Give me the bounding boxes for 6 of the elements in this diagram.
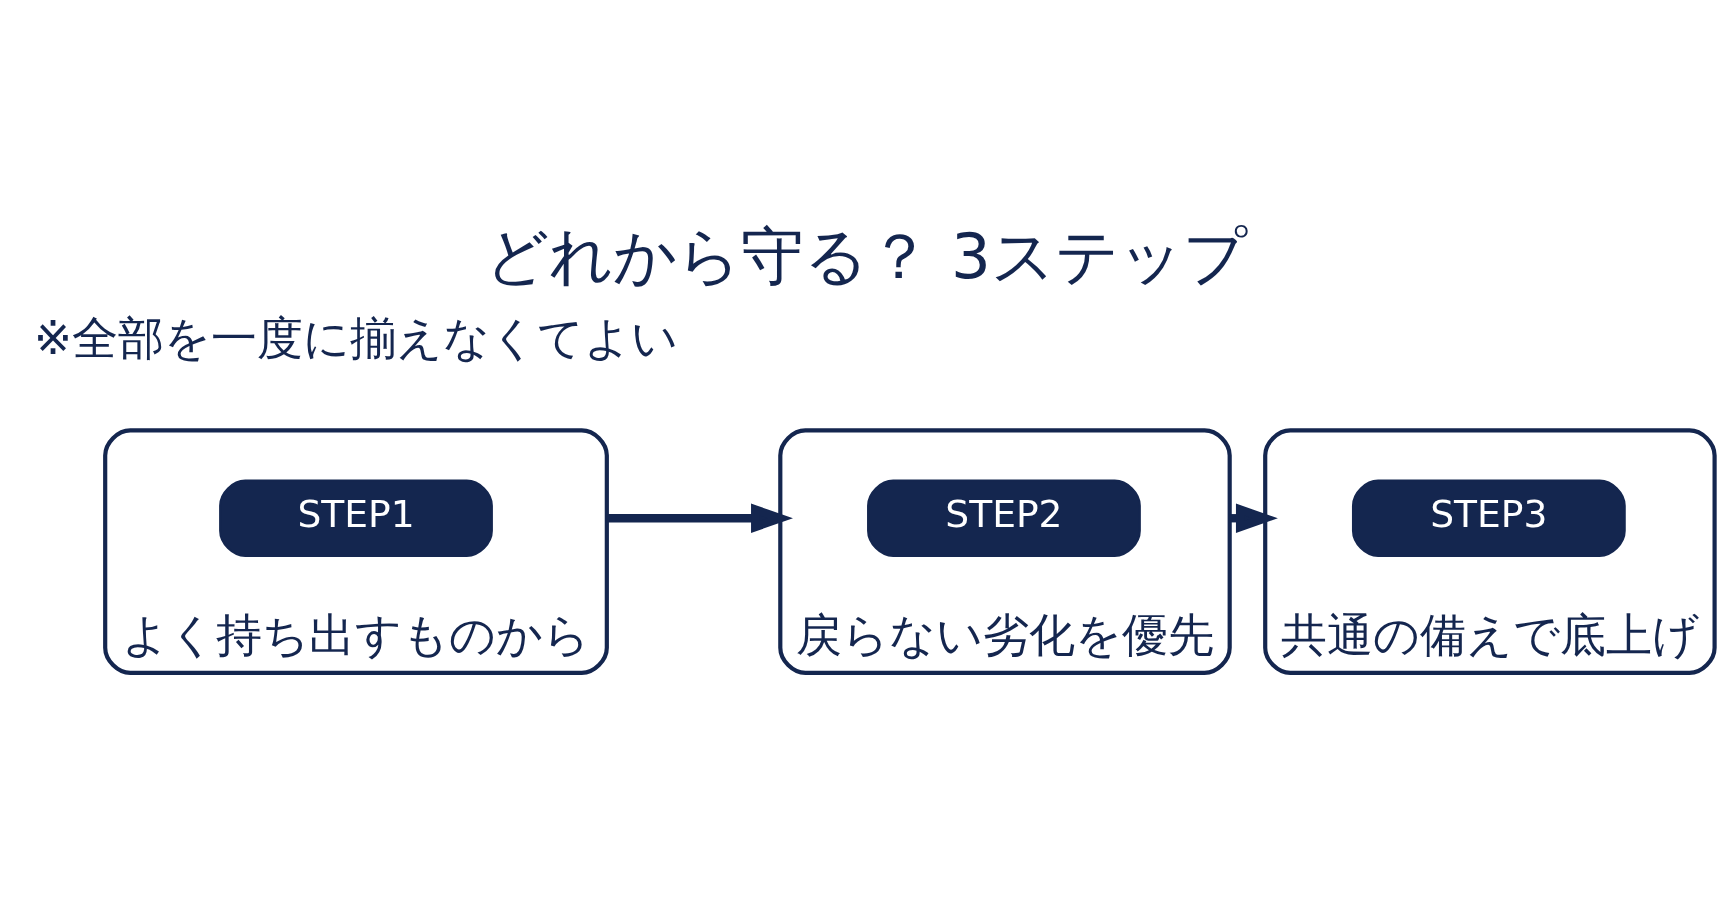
node-box: STEP2 [867, 479, 1141, 557]
node-box: STEP1 [219, 479, 493, 557]
arrow [606, 503, 793, 533]
node-box: STEP3 [1351, 479, 1626, 557]
diagram-title: どれから守る？ 3ステップ [485, 219, 1247, 293]
label: ※全部を一度に揃えなくてよい [33, 310, 679, 365]
